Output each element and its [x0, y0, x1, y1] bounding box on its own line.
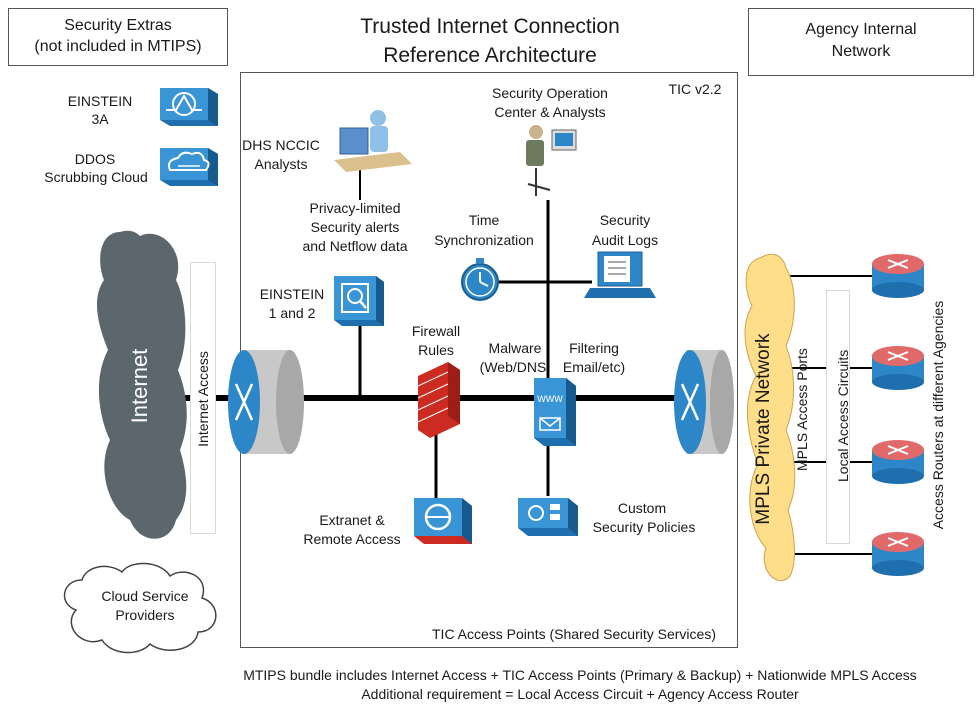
local-circuits-band: [826, 290, 850, 544]
soc-label-line2: Center & Analysts: [494, 104, 606, 120]
page-title-line2: Reference Architecture: [383, 44, 597, 67]
filtering-label-line1: Filtering: [569, 340, 619, 356]
security-extras-title-line1: Security Extras: [64, 17, 172, 34]
custom-label-line2: Security Policies: [592, 519, 696, 535]
einstein3a-label-line2: 3A: [91, 111, 109, 127]
cloud-providers-line2: Providers: [115, 607, 175, 623]
footer-line2: Additional requirement = Local Access Ci…: [361, 686, 799, 702]
extranet-label-line1: Extranet &: [319, 512, 385, 528]
tic-access-points-label: TIC Access Points (Shared Security Servi…: [432, 626, 716, 642]
internet-access-band: [190, 262, 216, 534]
extranet-label-line2: Remote Access: [303, 531, 401, 547]
privacy-label-line3: and Netflow data: [302, 238, 408, 254]
time-label-line1: Time: [468, 212, 500, 228]
custom-label-line1: Custom: [617, 500, 667, 516]
audit-label-line2: Audit Logs: [591, 232, 659, 248]
soc-label-line1: Security Operation: [492, 85, 608, 101]
einstein12-label-line2: 1 and 2: [268, 305, 316, 321]
svg-text:WWW: WWW: [537, 394, 563, 404]
cloud-providers-line1: Cloud Service: [101, 588, 189, 604]
malware-label-line2: (Web/DNS: [479, 359, 547, 375]
access-routers-label: Access Routers at different Agencies: [930, 300, 946, 530]
agency-internal-line2: Network: [831, 43, 891, 60]
malware-label-line1: Malware: [488, 340, 542, 356]
tic-version-label: TIC v2.2: [668, 81, 722, 97]
privacy-label-line2: Security alerts: [310, 219, 400, 235]
footer-line1: MTIPS bundle includes Internet Access + …: [243, 667, 917, 683]
security-extras-box: [8, 8, 228, 66]
time-label-line2: Synchronization: [434, 232, 534, 248]
filtering-label-line2: Email/etc): [562, 359, 626, 375]
dhs-label-line2: Analysts: [254, 156, 308, 172]
ddos-label-line1: DDOS: [74, 151, 116, 167]
page-title-line1: Trusted Internet Connection: [360, 15, 620, 38]
dhs-label-line1: DHS NCCIC: [242, 137, 320, 153]
firewall-label-line1: Firewall: [411, 323, 461, 339]
agency-internal-line1: Agency Internal: [805, 21, 917, 38]
agency-internal-box: [748, 8, 974, 76]
audit-label-line1: Security: [599, 212, 651, 228]
security-extras-title-line2: (not included in MTIPS): [34, 38, 202, 55]
einstein3a-label-line1: EINSTEIN: [67, 93, 133, 109]
einstein12-label-line1: EINSTEIN: [259, 286, 325, 302]
ddos-label-line2: Scrubbing Cloud: [44, 169, 148, 185]
firewall-label-line2: Rules: [418, 342, 454, 358]
privacy-label-line1: Privacy-limited: [309, 200, 401, 216]
